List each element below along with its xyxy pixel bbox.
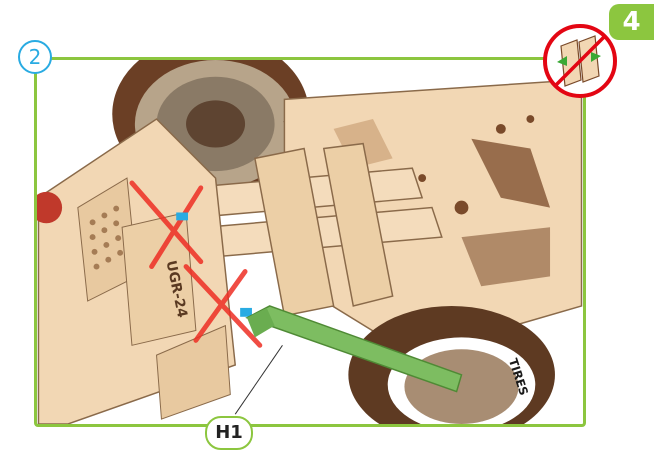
illustration-frame: TIRES (34, 57, 586, 427)
page-number-tab: 4 (609, 4, 654, 40)
h1-leader-line (235, 345, 282, 414)
model-illustration: TIRES (37, 60, 583, 424)
stop-sign-icon (543, 24, 617, 98)
blue-peg (176, 212, 188, 220)
part-label-h1: H1 (205, 416, 253, 450)
slide-arrows-icon (547, 28, 613, 94)
step-number-badge: 2 (18, 40, 52, 74)
